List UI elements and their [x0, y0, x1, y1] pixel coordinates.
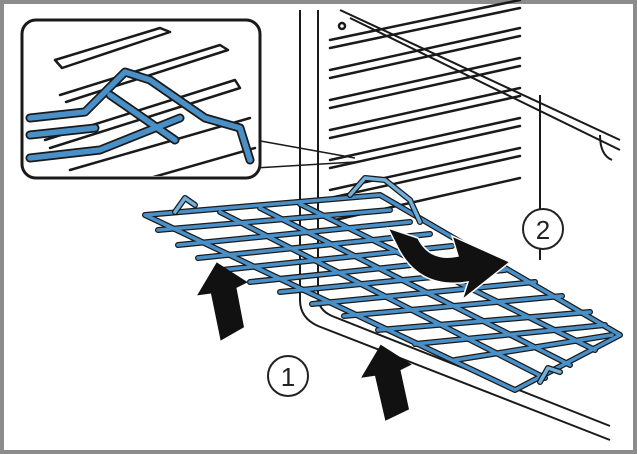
oven-top-inner — [349, 17, 621, 151]
step-2-circle — [522, 208, 564, 250]
callout-pointer — [254, 139, 356, 169]
shelf-guide-rails — [328, 0, 522, 222]
step-1-callout: 1 — [267, 355, 309, 397]
arrow-up-icon — [197, 262, 248, 341]
step-1-number: 1 — [281, 362, 295, 392]
inset-rack-hook — [27, 69, 253, 163]
oven-left-wall-edge — [299, 10, 611, 441]
step-1-circle — [267, 355, 309, 397]
curved-arrow-icon — [386, 226, 512, 303]
arrow-up-icon — [361, 344, 412, 421]
step-2-number: 2 — [536, 215, 550, 245]
step-2-callout: 2 — [522, 208, 564, 250]
oven-back-recess — [599, 134, 613, 161]
detail-inset — [20, 18, 262, 180]
